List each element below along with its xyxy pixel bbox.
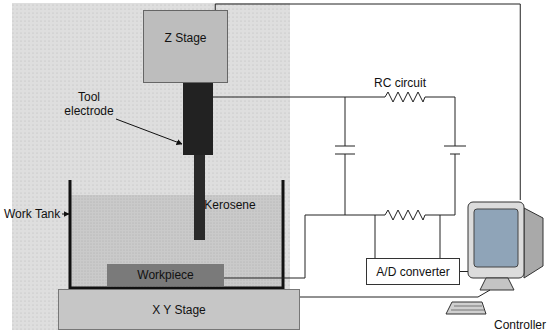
resistor-symbol xyxy=(345,210,455,220)
computer-icon: Controller xyxy=(468,200,546,332)
connector-wire xyxy=(215,4,520,200)
work-tank xyxy=(70,180,283,288)
part-label: Work Tank xyxy=(4,207,62,221)
kerosene-fluid xyxy=(70,195,281,288)
part-label: Tool electrode xyxy=(58,90,120,118)
capacitor-symbol xyxy=(335,97,355,215)
leader-line xyxy=(116,119,182,144)
rc-circuit xyxy=(213,92,466,278)
workpiece-block: Workpiece xyxy=(107,264,224,286)
stage-box: Z Stage xyxy=(143,10,228,83)
electrode-wire xyxy=(213,97,345,98)
tool-electrode xyxy=(194,155,205,240)
machine-frame xyxy=(12,3,290,330)
battery-symbol xyxy=(444,97,466,215)
node-label: Workpiece xyxy=(107,264,224,282)
monitor-symbol xyxy=(468,200,546,330)
node-label: X Y Stage xyxy=(59,290,299,317)
leader-line xyxy=(62,214,69,215)
connector-wire xyxy=(300,297,468,298)
resistor-symbol xyxy=(345,92,455,102)
workpiece-wire xyxy=(224,215,345,278)
signal-wire xyxy=(375,215,440,258)
node-label: Z Stage xyxy=(144,11,227,45)
node-label: A/D converter xyxy=(367,259,459,279)
connector-wire xyxy=(460,271,468,272)
part-label: RC circuit xyxy=(368,76,432,90)
part-label: Kerosene xyxy=(200,198,260,212)
converter-box: A/D converter xyxy=(366,258,460,285)
node-label: Controller xyxy=(494,318,546,332)
stage-box: X Y Stage xyxy=(58,289,300,330)
